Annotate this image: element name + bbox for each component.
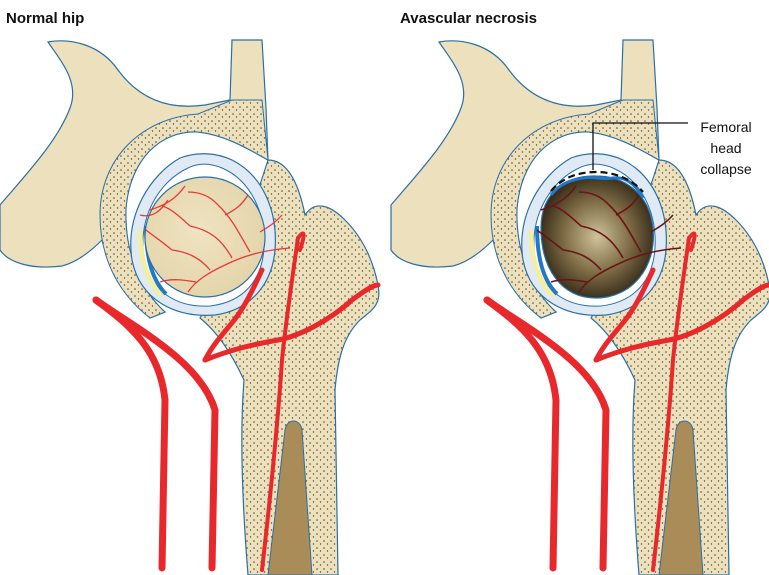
annotation-line-1: Femoral: [690, 117, 762, 138]
annotation-line-2: head: [690, 138, 762, 159]
normal-hip-illustration: [0, 40, 379, 575]
annotation-line-3: collapse: [690, 159, 762, 180]
annotation-femoral-head-collapse: Femoral head collapse: [690, 117, 762, 180]
